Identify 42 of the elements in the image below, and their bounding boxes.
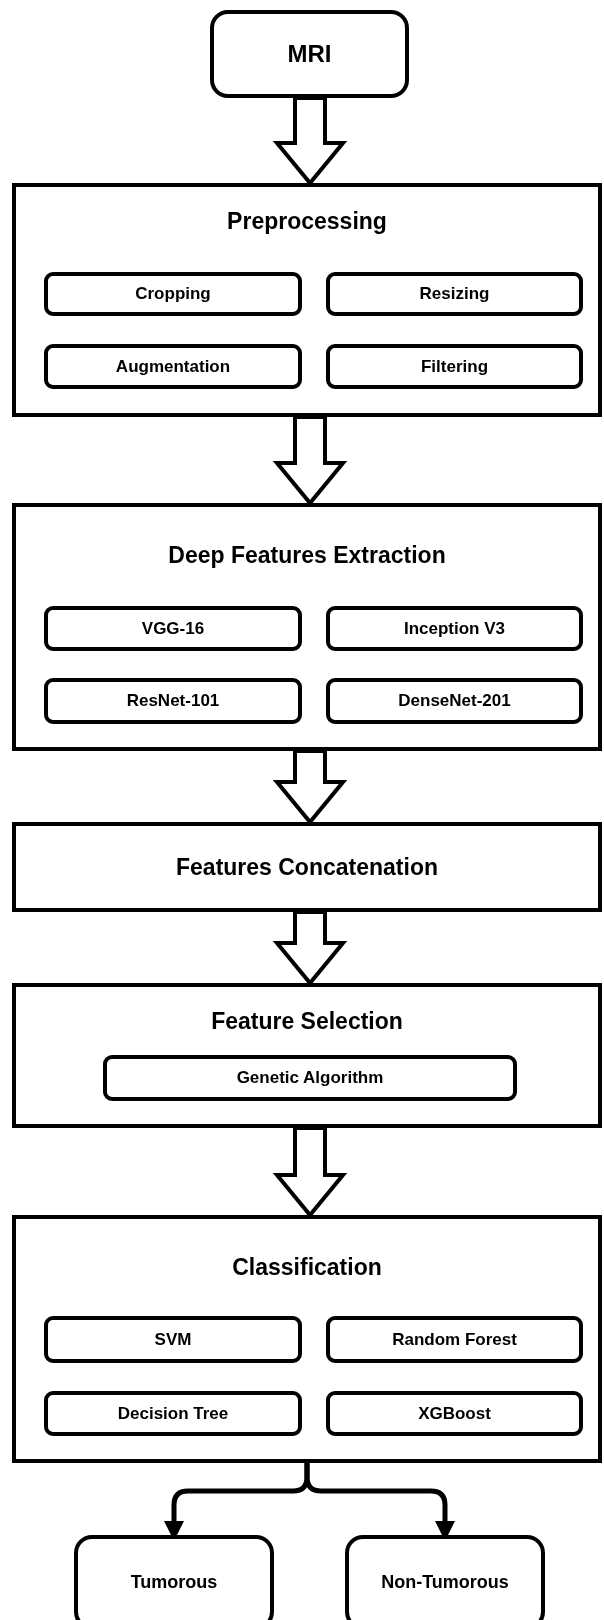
- box-label: Tumorous: [130, 1571, 218, 1594]
- box-label: Genetic Algorithm: [236, 1067, 384, 1089]
- method-box: [103, 1055, 517, 1101]
- stage-heading: Preprocessing: [226, 207, 388, 236]
- terminal-box: [74, 1535, 274, 1620]
- box-label: Cropping: [135, 283, 211, 305]
- method-box: [44, 678, 302, 724]
- method-box: [326, 678, 583, 724]
- stage-heading: Classification: [231, 1253, 383, 1282]
- box-label: SVM: [154, 1328, 192, 1351]
- method-box: [326, 1391, 583, 1436]
- box-label: ResNet-101: [126, 690, 220, 712]
- box-label: Non-Tumorous: [381, 1571, 509, 1594]
- box-label: Augmentation: [115, 355, 231, 378]
- method-box: [44, 272, 302, 316]
- method-box: [326, 344, 583, 389]
- stage-heading: Deep Features Extraction: [167, 541, 447, 570]
- box-label: VGG-16: [141, 617, 205, 640]
- method-box: [326, 1316, 583, 1363]
- box-label: MRI: [287, 39, 332, 69]
- stage-box: [12, 183, 602, 417]
- stage-box: [12, 503, 602, 751]
- box-label: Resizing: [419, 283, 490, 305]
- box-label: Inception V3: [403, 617, 506, 640]
- terminal-box: [345, 1535, 545, 1620]
- method-box: [44, 1316, 302, 1363]
- method-box: [44, 606, 302, 651]
- method-box: [44, 344, 302, 389]
- box-label: Filtering: [420, 355, 489, 378]
- box-label: Random Forest: [392, 1328, 517, 1351]
- box-label: XGBoost: [418, 1402, 491, 1425]
- terminal-box: [210, 10, 409, 98]
- box-label: Decision Tree: [117, 1402, 229, 1425]
- process-box: [12, 822, 602, 912]
- method-box: [326, 606, 583, 651]
- stage-box: [12, 1215, 602, 1463]
- method-box: [326, 272, 583, 316]
- stage-box: [12, 983, 602, 1128]
- stage-heading: Feature Selection: [210, 1007, 404, 1036]
- method-box: [44, 1391, 302, 1436]
- box-label: DenseNet-201: [398, 690, 511, 712]
- box-label: Features Concatenation: [176, 852, 438, 882]
